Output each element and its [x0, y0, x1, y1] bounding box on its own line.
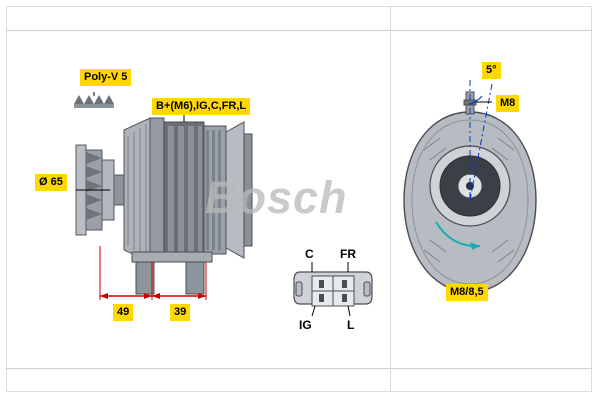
frame-top-rule — [6, 30, 592, 31]
diagram-frame — [6, 6, 592, 392]
label-mount-m8-85: M8/8,5 — [446, 284, 488, 301]
rear-housing — [203, 121, 253, 259]
label-poly-v: Poly-V 5 — [80, 69, 132, 86]
dimension-lines — [99, 246, 207, 300]
connector-pin-c: C — [305, 247, 314, 261]
label-stud-m8: M8 — [496, 95, 520, 112]
drive-end-bracket — [123, 117, 165, 263]
connector-pin-l: L — [347, 318, 355, 332]
label-terminals: B+(M6),IG,C,FR,L — [152, 98, 251, 115]
view-separator — [390, 6, 391, 392]
connector-pin-ig: IG — [299, 318, 312, 332]
connector-detail — [293, 262, 373, 317]
poly-v-teeth-icon — [74, 95, 114, 108]
label-pulley-diameter: Ø 65 — [35, 174, 67, 191]
label-dimension-49: 49 — [113, 304, 134, 321]
connector-pin-fr: FR — [340, 247, 356, 261]
label-dimension-39: 39 — [170, 304, 191, 321]
label-angle-5deg: 5° — [482, 62, 501, 79]
leader-lines — [76, 92, 185, 191]
bosch-watermark: Bosch — [205, 172, 348, 223]
stator-housing — [163, 121, 205, 259]
mounting-feet — [131, 251, 213, 295]
front-view — [403, 80, 537, 297]
frame-bottom-rule — [6, 368, 592, 369]
